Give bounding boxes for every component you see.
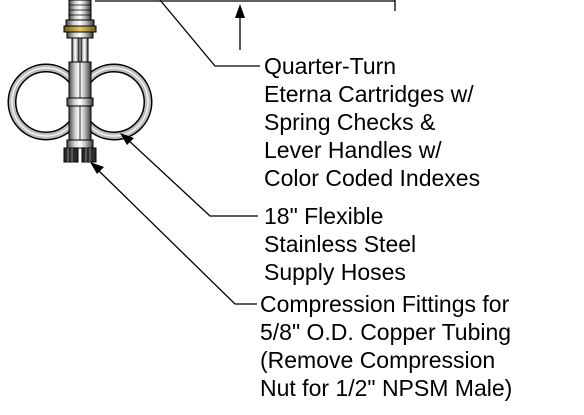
leader-hoses [120,133,258,217]
callout-hoses-line: 18" Flexible [264,203,383,229]
callout-fittings-line: (Remove Compression [260,347,495,373]
leader-cartridges [159,0,260,67]
callout-hoses-line: Supply Hoses [264,259,406,285]
callout-fittings-line: 5/8" O.D. Copper Tubing [260,319,511,345]
dimension-arrow [235,4,245,50]
compression-fittings [63,139,97,163]
callout-cartridges-line: Spring Checks & [264,109,435,135]
callout-cartridges-line: Quarter-Turn [264,53,396,79]
callout-fittings-line: Compression Fittings for [260,291,510,317]
flexible-supply-hoses [7,37,153,141]
callout-hoses: 18" Flexible Stainless Steel Supply Hose… [264,203,423,285]
leader-fittings [90,162,257,305]
upper-frame-lines [95,0,396,11]
callout-cartridges-line: Color Coded Indexes [264,165,480,191]
callout-fittings: Compression Fittings for 5/8" O.D. Coppe… [260,291,517,401]
callout-cartridges-line: Lever Handles w/ [264,137,442,163]
callout-hoses-line: Stainless Steel [264,231,416,257]
callout-cartridges-line: Eterna Cartridges w/ [264,81,474,107]
valve-shank [63,0,97,39]
callout-fittings-line: Nut for 1/2" NPSM Male) [260,375,512,401]
callout-cartridges: Quarter-Turn Eterna Cartridges w/ Spring… [264,53,480,191]
